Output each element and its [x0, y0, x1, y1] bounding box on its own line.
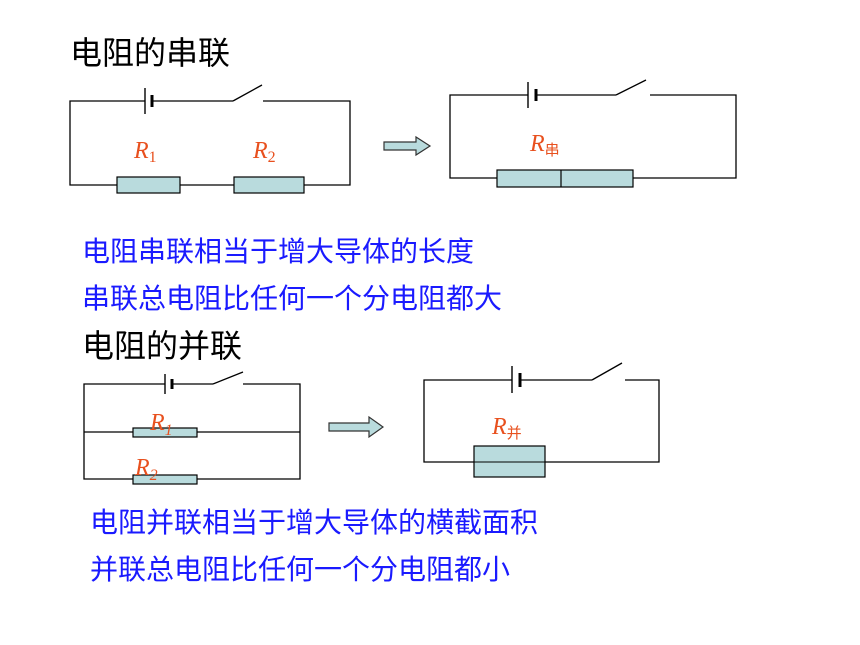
parallel-text-line-2: 并联总电阻比任何一个分电阻都小 [90, 553, 511, 586]
series-heading: 电阻的串联 [70, 34, 231, 72]
label-r1: R1 [149, 410, 173, 439]
arrow-icon [383, 135, 432, 157]
resistor-r1 [116, 176, 181, 194]
switch-icon [212, 371, 244, 385]
label-r-series: R串 [529, 131, 560, 159]
series-circuit: R1 R2 [69, 84, 351, 194]
series-equivalent-circuit: R串 [449, 79, 737, 188]
parallel-equivalent-circuit: R并 [423, 362, 660, 478]
switch-icon [232, 84, 263, 102]
label-r1: R1 [133, 138, 157, 166]
resistor-r2 [233, 176, 305, 194]
switch-icon [591, 362, 623, 381]
arrow-icon [328, 415, 385, 439]
label-r2: R2 [134, 455, 158, 484]
series-text-line-2: 串联总电阻比任何一个分电阻都大 [82, 282, 503, 315]
battery-icon [527, 82, 538, 108]
switch-icon [615, 79, 647, 96]
parallel-text-line-1: 电阻并联相当于增大导体的横截面积 [90, 506, 539, 539]
battery-icon [511, 366, 522, 393]
resistor-total-series [496, 169, 634, 188]
parallel-circuit: R1 R2 [83, 371, 301, 485]
series-text-line-1: 电阻串联相当于增大导体的长度 [82, 235, 475, 268]
battery-icon [144, 88, 154, 114]
resistor-r2 [132, 474, 198, 485]
resistor-r1 [132, 427, 198, 438]
battery-icon [164, 374, 174, 394]
parallel-heading: 电阻的并联 [82, 327, 243, 365]
label-r2: R2 [252, 138, 276, 166]
label-r-parallel: R并 [491, 414, 522, 442]
